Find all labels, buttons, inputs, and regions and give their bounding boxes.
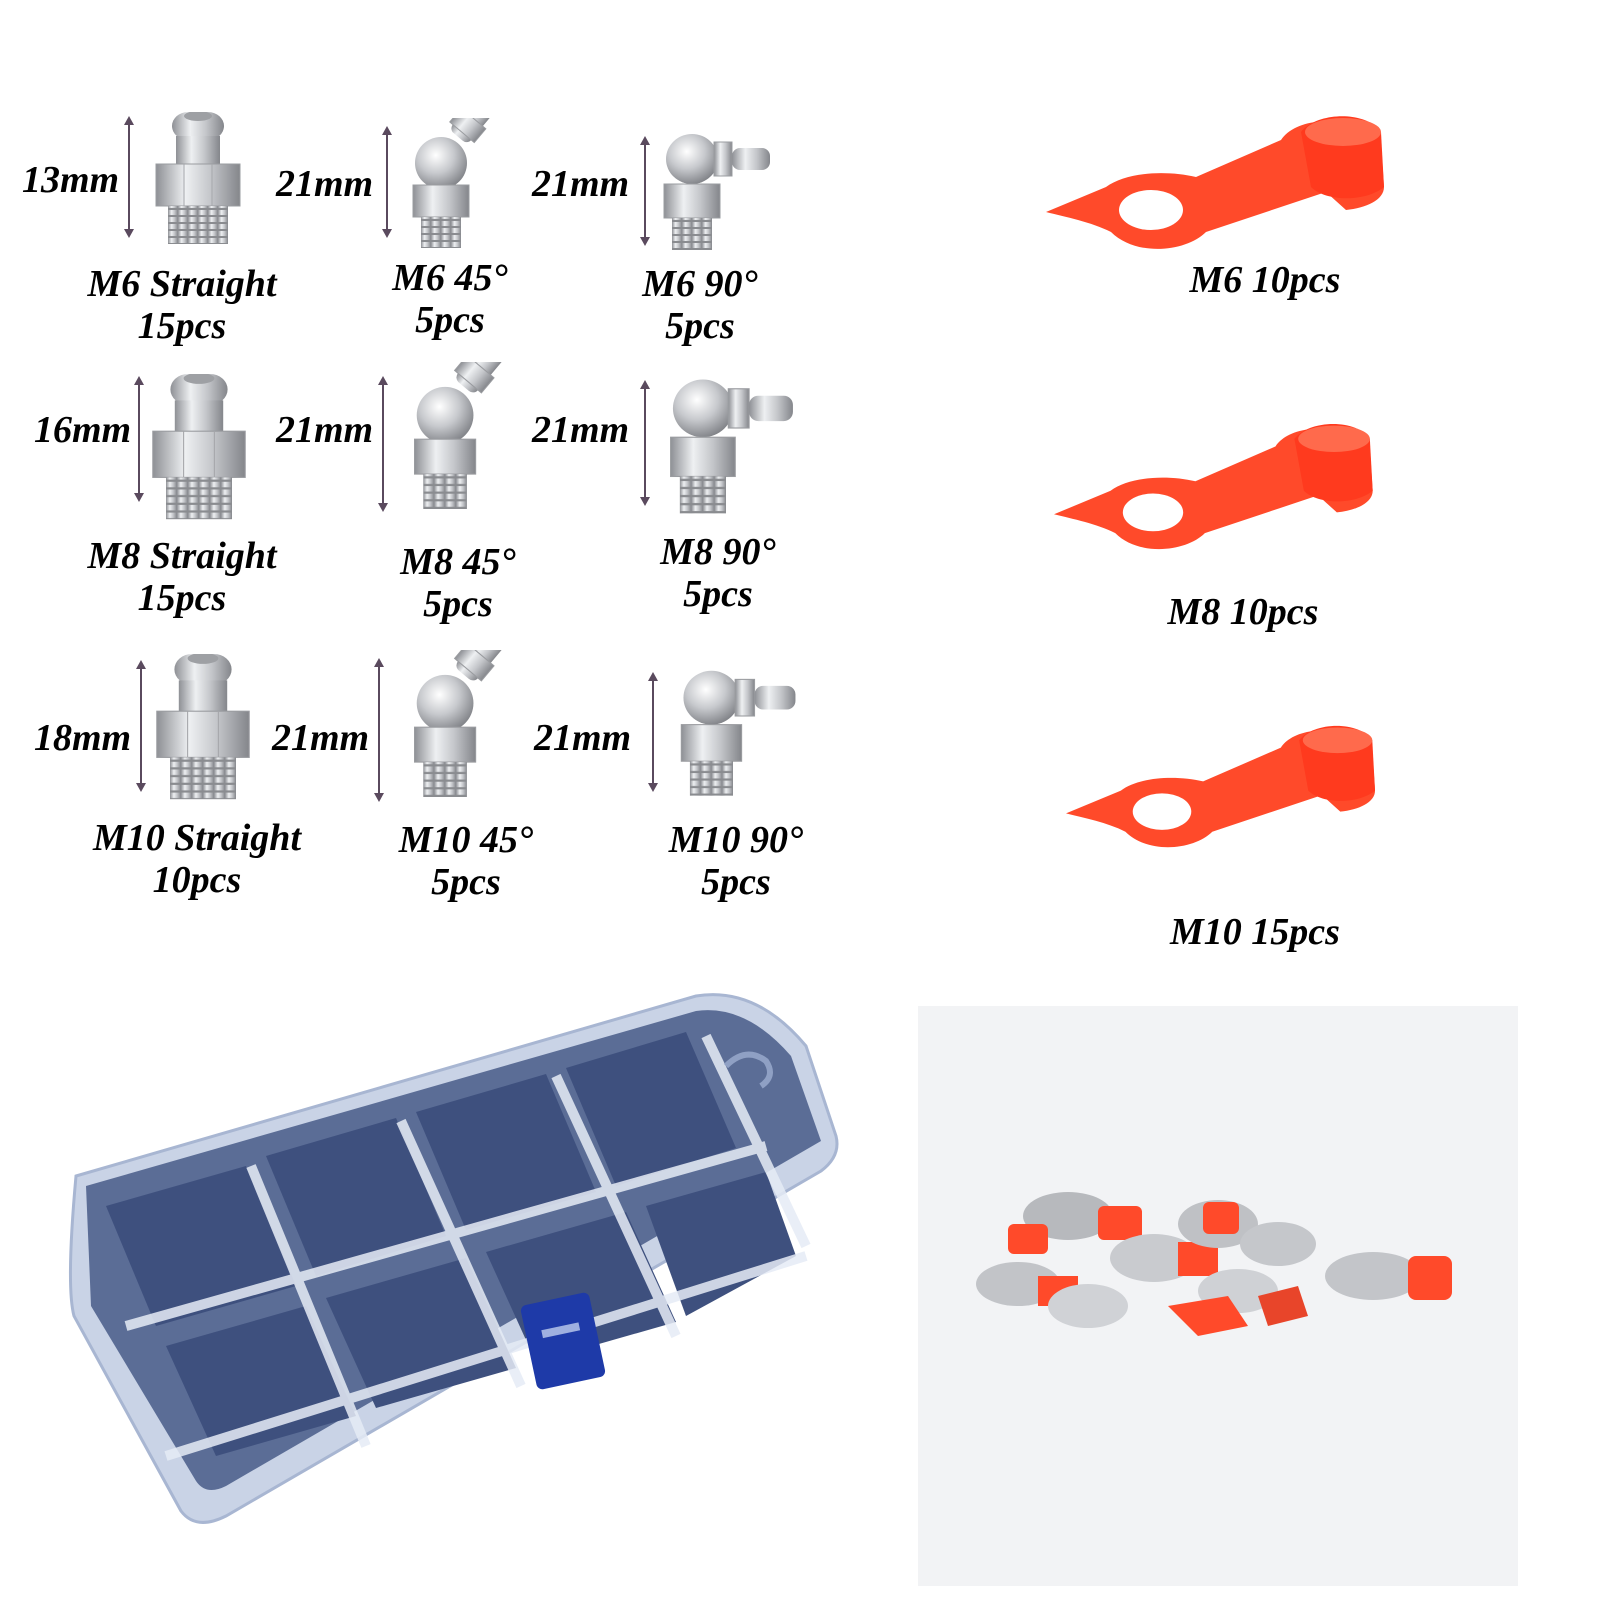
fitting-name: M10 Straight — [92, 817, 302, 859]
dimension-label: 21mm — [532, 163, 630, 205]
dust-cap-icon — [1054, 396, 1384, 576]
dust-cap-icon — [1046, 92, 1396, 272]
loose-parts-photo — [918, 1006, 1518, 1586]
dimension-arrow — [640, 380, 650, 506]
fitting-qty: 10pcs — [152, 859, 242, 901]
straight-fitting-icon — [148, 654, 258, 804]
fitting-qty: 5pcs — [431, 861, 501, 903]
fitting-qty: 15pcs — [137, 305, 227, 347]
cap-label: M8 10pcs — [1167, 591, 1319, 633]
dimension-arrow — [136, 660, 146, 792]
straight-fitting-icon — [148, 112, 248, 252]
dimension-label: 21mm — [276, 409, 374, 451]
fitting-name: M8 Straight — [87, 535, 277, 577]
fitting-qty: 15pcs — [137, 577, 227, 619]
fitting-name: M10 90° — [668, 819, 804, 861]
fitting-qty: 5pcs — [423, 583, 493, 625]
45-degree-fitting-icon — [396, 650, 516, 800]
90-degree-fitting-icon — [652, 124, 772, 254]
dimension-label: 16mm — [34, 409, 132, 451]
dimension-arrow — [378, 376, 388, 512]
dimension-label: 21mm — [276, 163, 374, 205]
fitting-name: M8 45° — [400, 541, 516, 583]
fitting-name: M6 90° — [642, 263, 758, 305]
fitting-name: M6 45° — [392, 257, 508, 299]
dust-cap-icon — [1066, 686, 1386, 886]
dimension-label: 21mm — [532, 409, 630, 451]
dimension-arrow — [640, 136, 650, 246]
fitting-qty: 5pcs — [665, 305, 735, 347]
dimension-arrow — [374, 658, 384, 802]
45-degree-fitting-icon — [396, 118, 506, 248]
straight-fitting-icon — [144, 374, 254, 524]
fitting-name: M8 90° — [660, 531, 776, 573]
dimension-label: 13mm — [22, 159, 120, 201]
cap-label: M6 10pcs — [1189, 259, 1341, 301]
90-degree-fitting-icon — [656, 368, 796, 518]
90-degree-fitting-icon — [668, 660, 798, 800]
fitting-qty: 5pcs — [701, 861, 771, 903]
fitting-qty: 5pcs — [683, 573, 753, 615]
storage-box-icon — [66, 986, 846, 1526]
45-degree-fitting-icon — [396, 362, 516, 512]
fitting-name: M6 Straight — [87, 263, 277, 305]
dimension-label: 21mm — [534, 717, 632, 759]
dimension-label: 21mm — [272, 717, 370, 759]
fitting-qty: 5pcs — [415, 299, 485, 341]
dimension-arrow — [648, 672, 658, 792]
dimension-label: 18mm — [34, 717, 132, 759]
dimension-arrow — [124, 116, 134, 238]
cap-label: M10 15pcs — [1170, 911, 1340, 953]
fitting-name: M10 45° — [398, 819, 534, 861]
dimension-arrow — [134, 376, 144, 502]
dimension-arrow — [382, 126, 392, 238]
